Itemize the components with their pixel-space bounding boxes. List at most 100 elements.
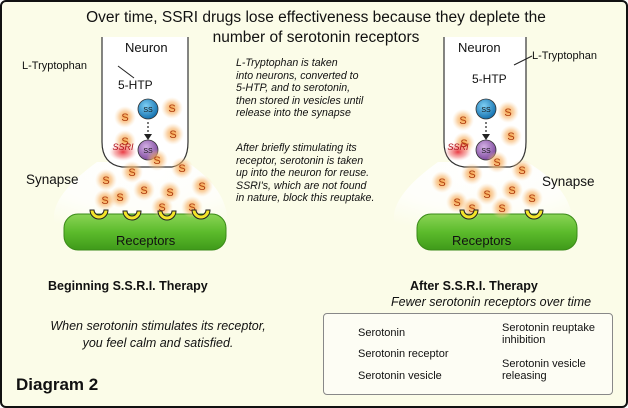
- serotonin-molecule: S: [486, 151, 508, 173]
- svg-text:SS: SS: [481, 148, 491, 155]
- serotonin-molecule: S: [133, 179, 155, 201]
- svg-text:SS: SS: [143, 107, 153, 114]
- serotonin-molecule: S: [95, 169, 117, 191]
- subheading-right: Fewer serotonin receptors over time: [391, 295, 592, 309]
- ltryptophan-label-left: L-Tryptophan: [22, 60, 88, 72]
- legend-vesicle-label: Serotonin vesicle: [358, 370, 442, 382]
- serotonin-vesicle-right: SS: [475, 98, 497, 120]
- heading-right: After S.S.R.I. Therapy: [410, 279, 538, 293]
- explanation-line: SSRI's, which are not found: [236, 179, 367, 192]
- ltryptophan-pointer-right: [513, 55, 533, 66]
- serotonin-receptor: [89, 209, 109, 220]
- serotonin-molecule: S: [94, 189, 116, 211]
- explanation-line: up into the neuron for reuse.: [236, 167, 370, 180]
- svg-text:S: S: [169, 129, 176, 141]
- neuron-label-left: Neuron: [125, 40, 168, 55]
- serotonin-molecule: S: [191, 175, 213, 197]
- svg-text:S: S: [128, 167, 135, 179]
- serotonin-molecule: S: [121, 161, 143, 183]
- serotonin-molecule: S: [497, 101, 519, 123]
- title-line-2: number of serotonin receptors: [212, 29, 420, 46]
- legend-inhibition-line: Serotonin reuptake: [502, 322, 595, 334]
- serotonin-molecule: S: [146, 149, 168, 171]
- title-line-1: Over time, SSRI drugs lose effectiveness…: [86, 9, 546, 26]
- calm-caption-line: you feel calm and satisfied.: [82, 336, 234, 350]
- svg-text:S: S: [528, 193, 535, 205]
- serotonin-molecule: S: [452, 109, 474, 131]
- receptor-base-left: [63, 213, 227, 251]
- svg-text:S: S: [168, 103, 175, 115]
- explanation-line: L-Tryptophan is taken: [236, 57, 338, 69]
- svg-text:S: S: [504, 107, 511, 119]
- legend-inhibition-label: Serotonin reuptake inhibition: [502, 322, 595, 346]
- svg-text:S: S: [468, 203, 475, 215]
- svg-text:S: S: [438, 177, 445, 189]
- diagram-title: Over time, SSRI drugs lose effectiveness…: [2, 8, 626, 48]
- serotonin-molecule: S: [500, 125, 522, 147]
- explanation-line: After briefly stimulating its: [236, 142, 357, 154]
- explanation-line: in nature, block this reuptake.: [236, 192, 375, 205]
- receptors-label-left: Receptors: [116, 233, 176, 248]
- diagram-number-label: Diagram 2: [16, 375, 99, 394]
- svg-text:S: S: [459, 115, 466, 127]
- svg-text:SSRI: SSRI: [447, 142, 469, 152]
- svg-text:S: S: [507, 131, 514, 143]
- svg-text:S: S: [121, 112, 128, 124]
- legend-box: Serotonin Serotonin receptor Serotonin v…: [323, 313, 613, 395]
- explanation-line: 5-HTP, and to serotonin,: [236, 82, 351, 95]
- serotonin-molecule: S: [461, 163, 483, 185]
- explanation-line: release into the synapse: [236, 107, 351, 120]
- svg-text:S: S: [198, 181, 205, 193]
- legend-receptor-label: Serotonin receptor: [358, 348, 449, 360]
- legend-releasing-label: Serotonin vesicle releasing: [502, 358, 586, 382]
- serotonin-receptor: [122, 210, 142, 221]
- svg-text:S: S: [140, 185, 147, 197]
- receptors-label-right: Receptors: [452, 233, 512, 248]
- ltryptophan-label-right: L-Tryptophan: [532, 50, 598, 62]
- legend-releasing-line: releasing: [502, 370, 547, 382]
- explanation-line: receptor, serotonin is taken: [236, 154, 364, 167]
- svg-text:S: S: [493, 157, 500, 169]
- htp-label-left: 5-HTP: [118, 78, 153, 92]
- svg-text:S: S: [178, 163, 185, 175]
- calm-caption: When serotonin stimulates its receptor, …: [10, 318, 306, 352]
- svg-text:S: S: [116, 192, 123, 204]
- svg-text:S: S: [121, 136, 128, 148]
- svg-text:S: S: [188, 202, 195, 214]
- calm-caption-line: When serotonin stimulates its receptor,: [50, 319, 266, 333]
- explanation-paragraph-1: L-Tryptophan is taken into neurons, conv…: [236, 57, 363, 120]
- svg-text:S: S: [518, 165, 525, 177]
- svg-text:S: S: [483, 189, 490, 201]
- svg-text:S: S: [468, 169, 475, 181]
- ssri-inhibitor-right: SSRI: [444, 142, 472, 161]
- svg-text:SSRI: SSRI: [112, 142, 134, 152]
- svg-text:S: S: [102, 175, 109, 187]
- serotonin-molecule: S: [476, 183, 498, 205]
- htp-label-right: 5-HTP: [472, 72, 507, 86]
- svg-text:S: S: [508, 185, 515, 197]
- serotonin-receptor: [459, 209, 479, 220]
- conversion-arrow-right: [482, 122, 490, 140]
- serotonin-molecule: S: [114, 106, 136, 128]
- serotonin-vesicle-left: SS: [137, 98, 159, 120]
- conversion-arrow-left: [144, 122, 152, 140]
- svg-text:SS: SS: [481, 107, 491, 114]
- serotonin-molecule: S: [162, 123, 184, 145]
- serotonin-molecule: S: [181, 196, 203, 218]
- serotonin-molecule: S: [431, 171, 453, 193]
- svg-text:S: S: [498, 203, 505, 215]
- heading-left: Beginning S.S.R.I. Therapy: [48, 279, 208, 293]
- serotonin-molecule: S: [491, 197, 513, 219]
- legend-inhibition-line: inhibition: [502, 334, 546, 346]
- explanation-line: into neurons, converted to: [236, 69, 359, 82]
- serotonin-molecule: S: [521, 187, 543, 209]
- serotonin-receptor: [524, 209, 544, 220]
- svg-text:S: S: [101, 195, 108, 207]
- neuron-label-right: Neuron: [458, 40, 501, 55]
- svg-text:S: S: [158, 202, 165, 214]
- synapse-label-right: Synapse: [542, 174, 595, 189]
- serotonin-molecule: S: [151, 196, 173, 218]
- legend-serotonin-label: Serotonin: [358, 327, 406, 339]
- explanation-line: then stored in vesicles until: [236, 94, 364, 107]
